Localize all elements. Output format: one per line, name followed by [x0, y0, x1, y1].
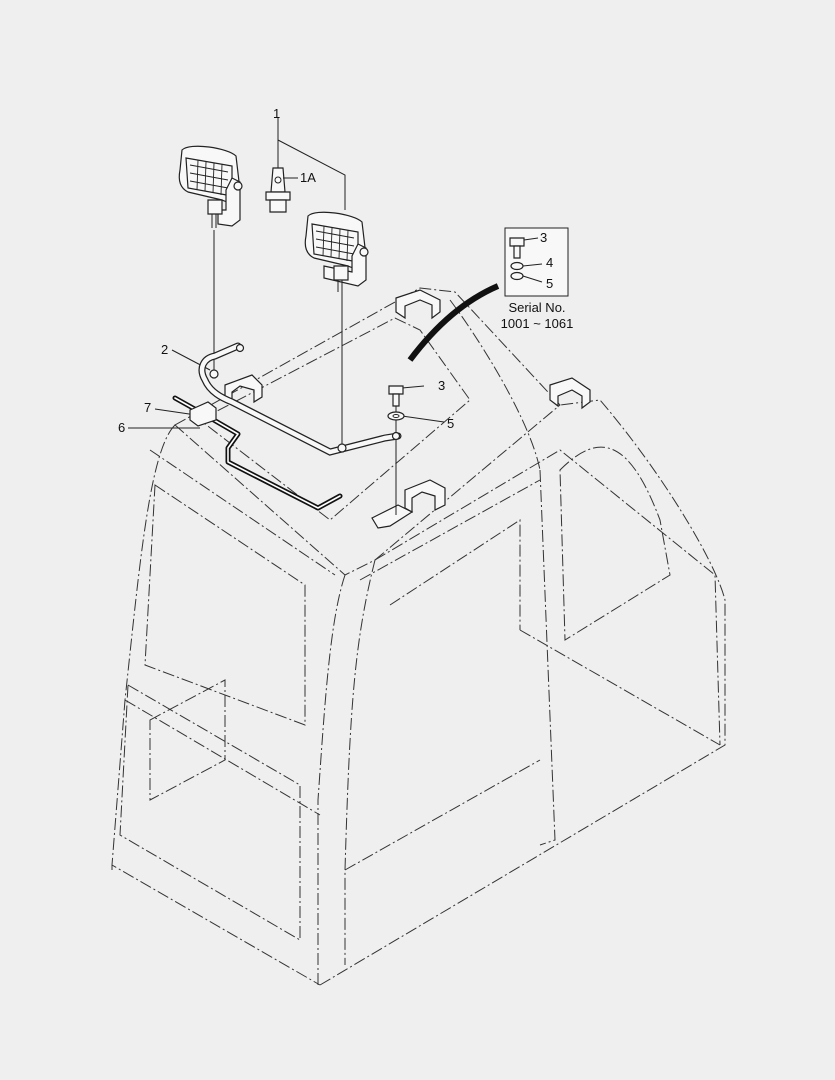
harness-connector [189, 401, 217, 427]
callout-7: 7 [144, 400, 151, 415]
inset-callout-3: 3 [540, 230, 547, 245]
callout-6: 6 [118, 420, 125, 435]
work-lamp-left [178, 145, 243, 228]
callouts: 1 1A 2 3 5 6 7 [118, 106, 454, 435]
callout-5: 5 [447, 416, 454, 431]
roof-brackets [224, 289, 591, 529]
cab-outline [111, 287, 726, 986]
bolt-icon [388, 385, 404, 407]
work-lamp-right [304, 211, 369, 292]
halogen-bulb-icon [265, 167, 291, 213]
washer-icon [387, 411, 405, 421]
serial-range: 1001 ~ 1061 [501, 316, 574, 331]
callout-3: 3 [438, 378, 445, 393]
serial-inset: 3 4 5 Serial No. 1001 ~ 1061 [501, 227, 574, 331]
callout-1a: 1A [300, 170, 316, 185]
inset-callout-4: 4 [546, 255, 553, 270]
callout-2: 2 [161, 342, 168, 357]
inset-pointer [407, 283, 500, 362]
lamp-bracket [198, 342, 402, 456]
serial-label: Serial No. [508, 300, 565, 315]
callout-1: 1 [273, 106, 280, 121]
inset-callout-5: 5 [546, 276, 553, 291]
